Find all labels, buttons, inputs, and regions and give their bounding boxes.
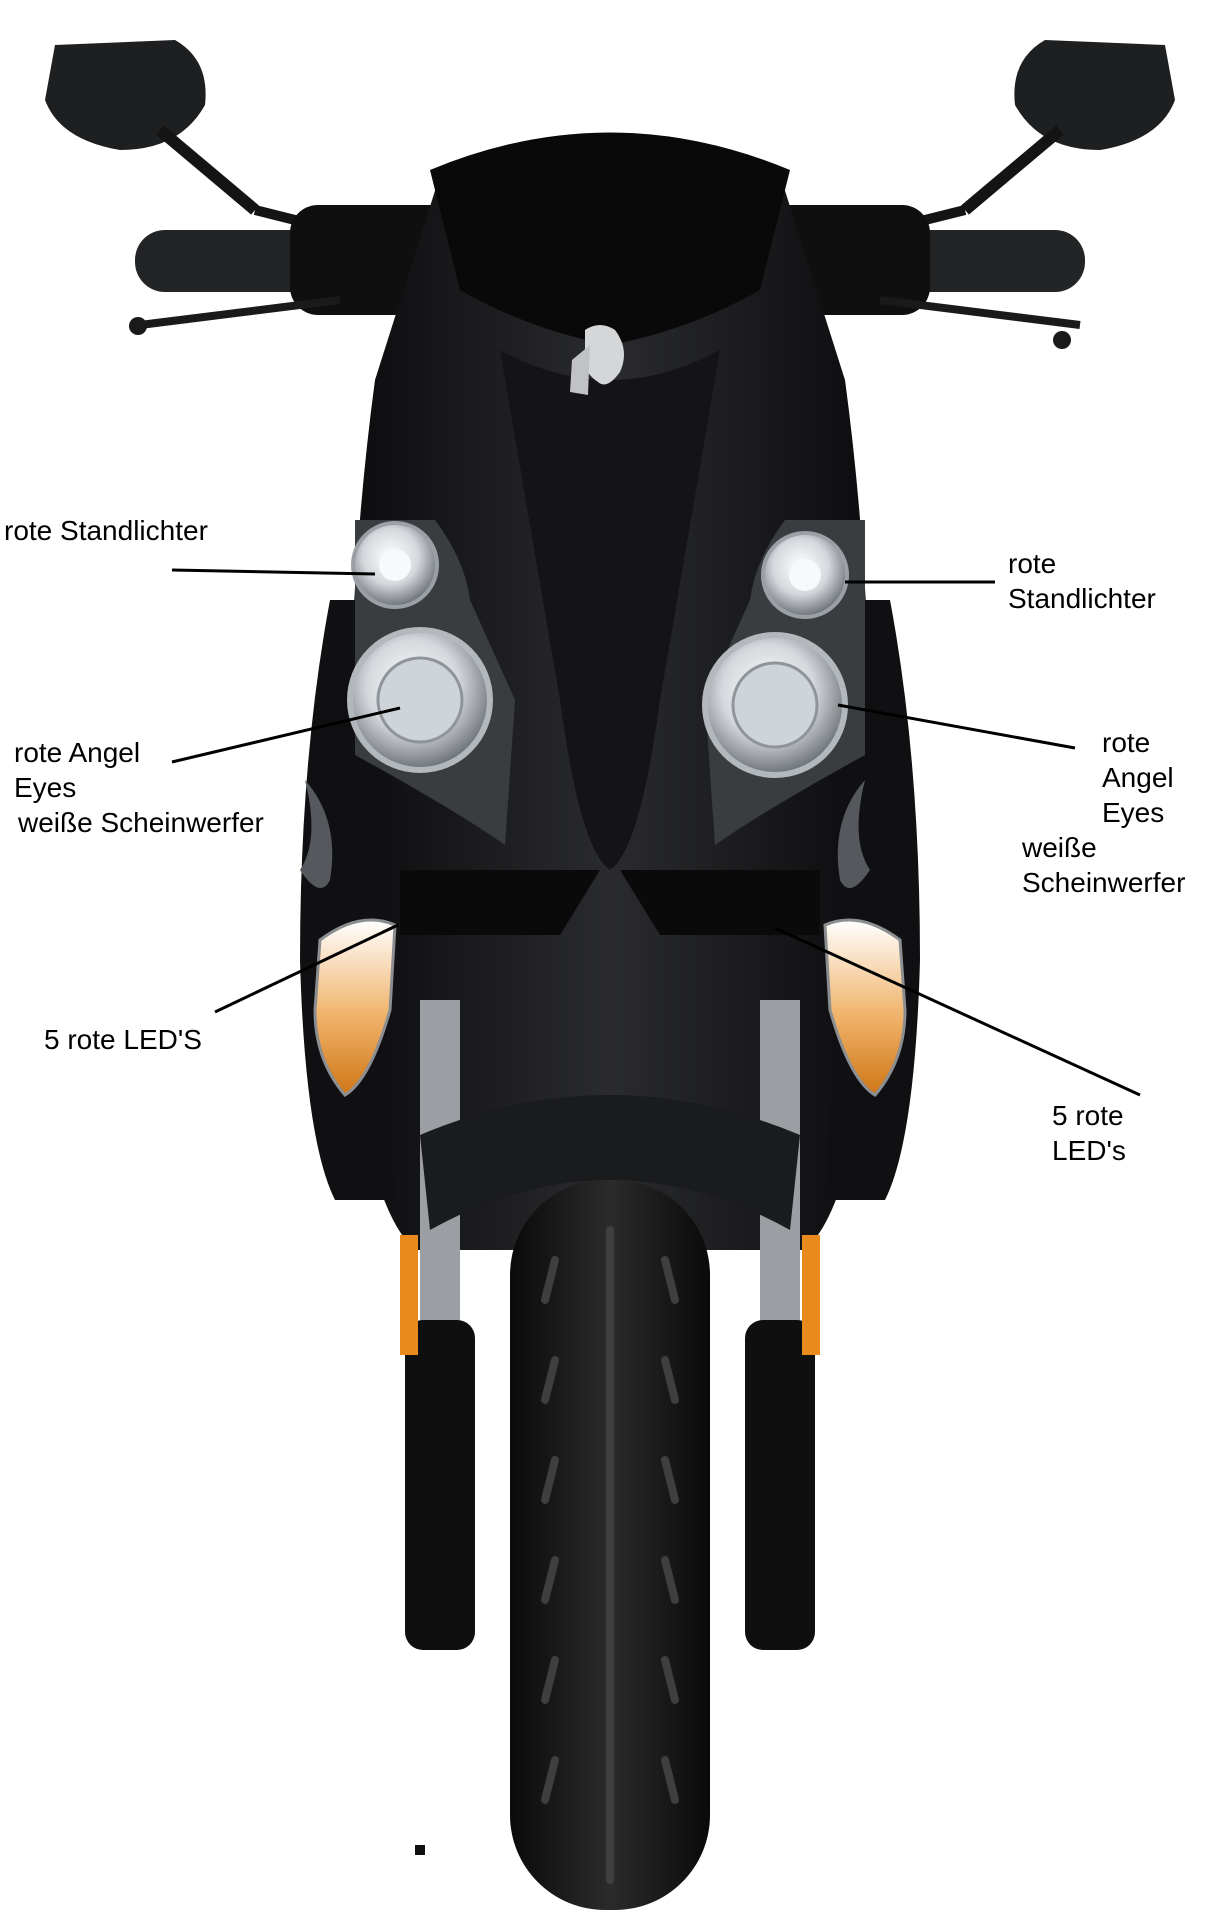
left-mirror: [45, 40, 317, 230]
leader-left-angel-eyes: [171, 706, 401, 764]
label-left-standlichter: rote Standlichter: [4, 515, 208, 546]
left-indicator: [313, 918, 397, 1097]
leader-right-angel-eyes: [837, 703, 1076, 750]
label-left-leds: 5 rote LED'S: [44, 1024, 202, 1055]
left-decal: [300, 780, 333, 888]
label-right-leds: 5 rote LED's: [1052, 1100, 1126, 1166]
front-tire: [510, 1180, 710, 1910]
label-right-standlichter: rote Standlichter: [1008, 548, 1156, 614]
leader-right-leds: [774, 926, 1141, 1097]
front-fender: [420, 1095, 800, 1230]
right-decal: [837, 780, 870, 888]
leader-left-leds: [214, 923, 399, 1014]
label-right-angel-eyes: rote Angel Eyes weiße Scheinwerfer: [1022, 727, 1186, 898]
left-headlight-cluster: [347, 520, 515, 845]
leader-left-standlicht: [171, 568, 376, 576]
right-indicator: [823, 918, 907, 1097]
lion-emblem: [570, 325, 624, 395]
leader-lines: [171, 568, 1141, 1097]
label-left-angel-eyes: rote Angel Eyes weiße Scheinwerfer: [14, 737, 264, 838]
right-mirror: [903, 40, 1175, 230]
